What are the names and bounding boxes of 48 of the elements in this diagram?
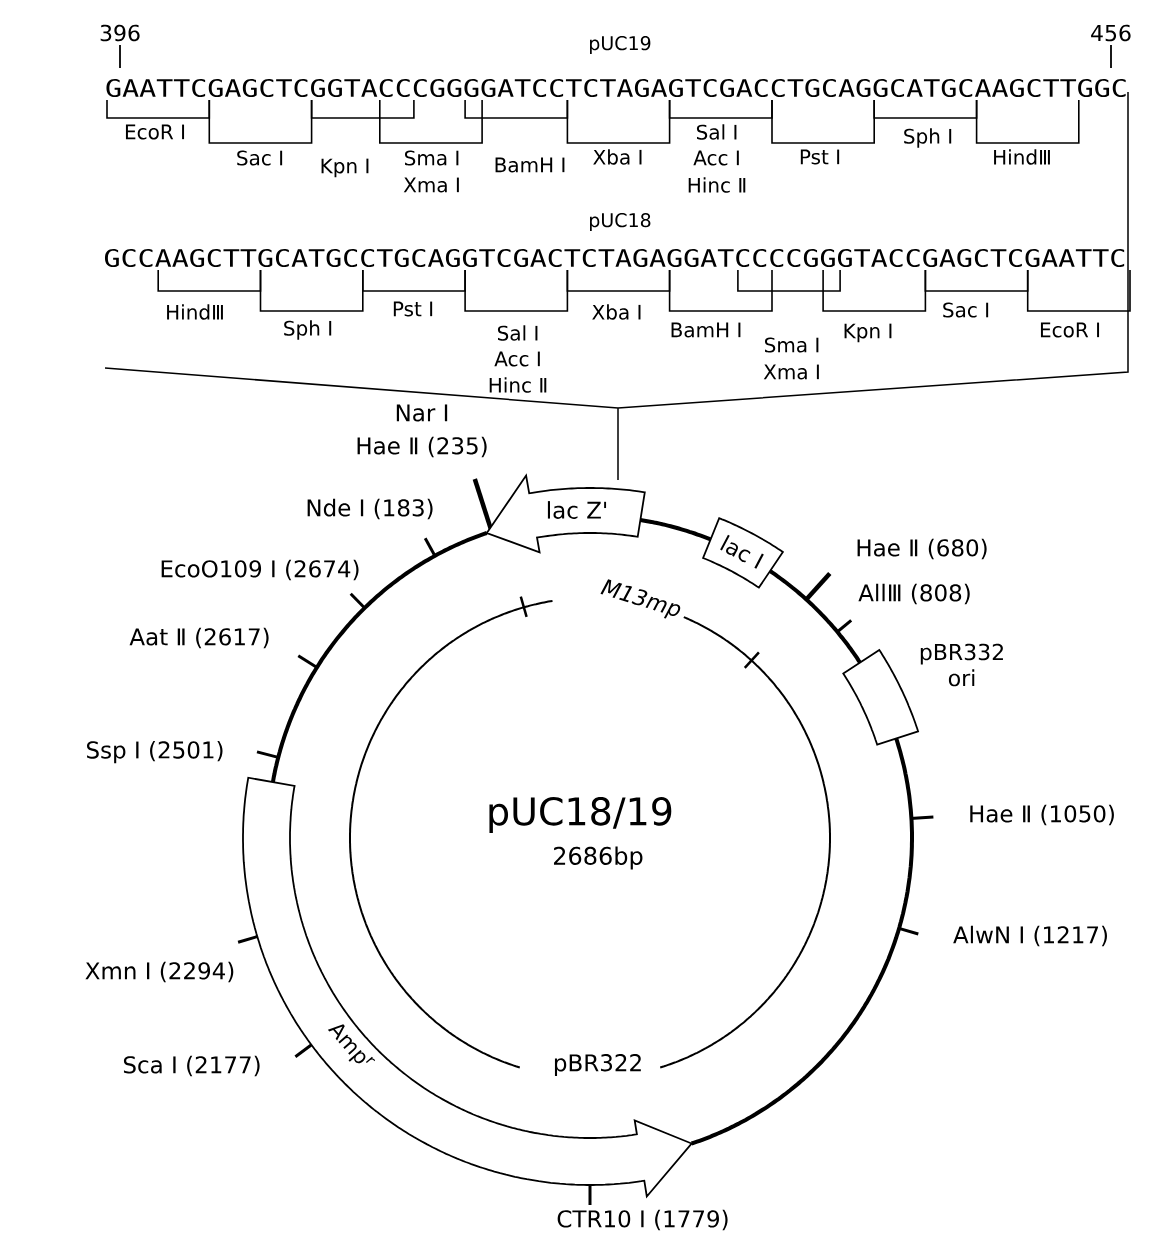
enzyme-label: Kpn Ⅰ — [321, 158, 369, 178]
site-label: AllⅢ (808) — [858, 583, 970, 605]
origin-box: pBR332 ori — [842, 643, 1003, 746]
enzyme-label: Hinc Ⅱ — [489, 377, 547, 393]
site-label: Hae Ⅱ (680) — [857, 538, 987, 560]
enzyme-label: Xba Ⅰ — [592, 304, 641, 320]
enzyme-label: Acc Ⅰ — [693, 150, 739, 166]
enzyme-label: Kpn Ⅰ — [844, 323, 892, 343]
enzyme-label: Sal Ⅰ — [497, 325, 538, 341]
enzyme-label: Pst Ⅰ — [800, 149, 840, 165]
sequence-title: pUC19 — [590, 36, 651, 55]
enzyme-label: Sph Ⅰ — [904, 128, 952, 148]
enzyme-label: Xma Ⅰ — [403, 177, 459, 193]
site-label: Aat Ⅱ (2617) — [129, 627, 269, 649]
enzyme-label: Sal Ⅰ — [696, 124, 737, 140]
site-label: AlwN Ⅰ (1217) — [953, 925, 1107, 947]
enzyme-label: Sph Ⅰ — [284, 320, 332, 340]
site-label: Hae Ⅱ (235) — [357, 436, 487, 458]
position-number: 396 — [100, 24, 140, 42]
site-label: Hae Ⅱ (1050) — [970, 804, 1114, 826]
site-label: EcoO109 Ⅰ (2674) — [161, 559, 359, 581]
site-label: Ssp Ⅰ (2501) — [87, 740, 223, 764]
region-label: pBR322 — [554, 1054, 641, 1076]
enzyme-label: HindⅢ — [994, 149, 1050, 165]
enzyme-label: Xba Ⅰ — [593, 149, 642, 165]
dna-sequence: GCCAAGCTTGCATGCCTGCAGGTCGACTCTAGAGGATCCCCGGGTACCGAGCTCGAATTC — [104, 248, 1125, 268]
node-label: pBR332 ori — [920, 643, 1003, 687]
position-number: 456 — [1091, 24, 1131, 42]
enzyme-label: EcoR Ⅰ — [125, 124, 185, 140]
site-label: Nar Ⅰ — [396, 404, 448, 422]
enzyme-label: Hinc Ⅱ — [688, 177, 746, 193]
enzyme-label: Sma Ⅰ — [764, 337, 819, 353]
plasmid-size: 2686bp — [554, 846, 643, 870]
site-label: Nde Ⅰ (183) — [307, 498, 433, 520]
sequence-title: pUC18 — [590, 213, 651, 232]
enzyme-label: Xma Ⅰ — [763, 364, 819, 380]
plasmid-name: pUC18/19 — [489, 796, 672, 834]
enzyme-label: Sma Ⅰ — [404, 150, 459, 166]
enzyme-label: EcoR Ⅰ — [1040, 322, 1100, 338]
enzyme-label: Acc Ⅰ — [494, 351, 540, 367]
dna-sequence: GAATTCGAGCTCGGTACCCGGGGATCCTCTAGAGTCGACCTGCAGGCATGCAAGCTTGGC — [106, 78, 1126, 98]
enzyme-label: BamH Ⅰ — [495, 157, 565, 173]
enzyme-label: Sac Ⅰ — [943, 302, 989, 318]
enzyme-label: BamH Ⅰ — [671, 322, 741, 338]
enzyme-label: Pst Ⅰ — [393, 301, 433, 317]
site-label: CTR10 Ⅰ (1779) — [557, 1209, 728, 1231]
enzyme-label: HindⅢ — [167, 304, 223, 320]
enzyme-label: Sac Ⅰ — [237, 150, 283, 166]
